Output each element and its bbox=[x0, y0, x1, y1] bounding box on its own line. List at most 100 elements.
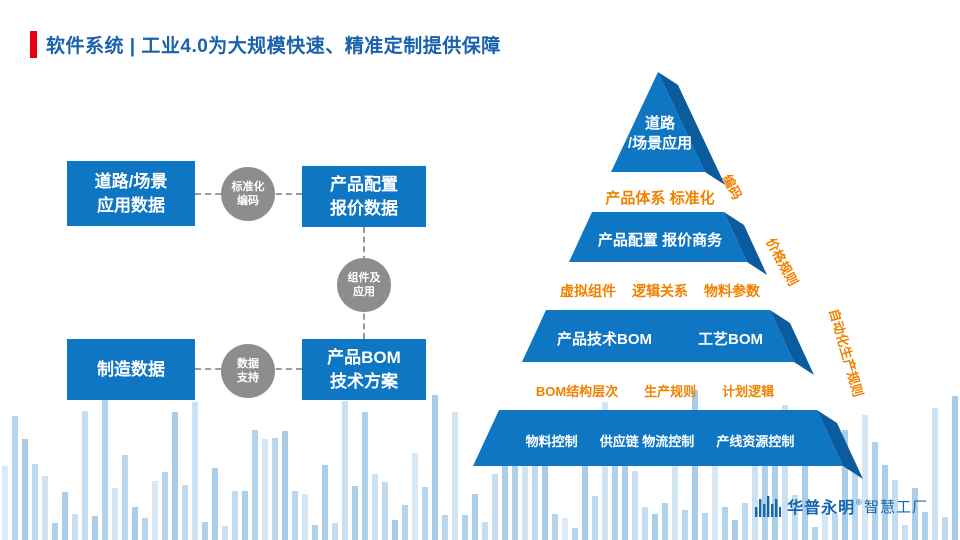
box-label: 道路/场景 应用数据 bbox=[94, 171, 168, 215]
deco-bar bbox=[302, 494, 308, 540]
deco-bar bbox=[152, 481, 158, 540]
deco-bar bbox=[382, 482, 388, 540]
layer-label: 供应链 物流控制 bbox=[599, 434, 695, 449]
deco-bar bbox=[682, 510, 688, 540]
brand-logo-icon bbox=[755, 496, 782, 517]
slide-header: 软件系统 | 工业4.0为大规模快速、精准定制提供保障 bbox=[30, 31, 501, 58]
pyramid-layer3-labels: 产品技术BOM 工艺BOM bbox=[520, 328, 800, 349]
deco-bar bbox=[122, 455, 128, 540]
box-label: 制造数据 bbox=[97, 359, 165, 379]
pyramid-gap2-labels: 虚拟组件 逻辑关系 物料参数 bbox=[510, 281, 810, 301]
deco-bar bbox=[702, 513, 708, 540]
deco-bar bbox=[412, 453, 418, 540]
pyramid-layer1-label: 道路 /场景应用 bbox=[590, 114, 730, 154]
deco-bar bbox=[392, 520, 398, 540]
pyramid-gap1-label: 产品体系 标准化 bbox=[560, 187, 760, 208]
gap-label: 产品体系 标准化 bbox=[605, 190, 715, 207]
connector-node-component-app: 组件及 应用 bbox=[337, 258, 391, 312]
gap-label: 计划逻辑 bbox=[722, 384, 775, 399]
deco-bar bbox=[572, 528, 578, 540]
deco-bar bbox=[2, 466, 8, 540]
pyramid-gap3-labels: BOM结构层次 生产规则 计划逻辑 bbox=[490, 381, 820, 400]
deco-bar bbox=[142, 518, 148, 540]
deco-bar bbox=[362, 412, 368, 540]
deco-bar bbox=[182, 485, 188, 540]
deco-bar bbox=[642, 507, 648, 540]
deco-bar bbox=[82, 411, 88, 540]
deco-bar bbox=[582, 443, 588, 540]
box-manufacturing-data: 制造数据 bbox=[67, 339, 195, 400]
deco-bar bbox=[262, 439, 268, 540]
connector-node-data-support: 数据 支持 bbox=[221, 344, 275, 398]
brand-suffix: 智慧工厂 bbox=[863, 498, 928, 516]
deco-bar bbox=[662, 503, 668, 540]
deco-bar bbox=[552, 514, 558, 540]
deco-bar bbox=[22, 439, 28, 540]
deco-bar bbox=[72, 514, 78, 540]
deco-bar bbox=[92, 516, 98, 540]
deco-bar bbox=[352, 486, 358, 540]
deco-bar bbox=[222, 526, 228, 540]
deco-bar bbox=[622, 436, 628, 540]
deco-bar bbox=[432, 395, 438, 540]
deco-bar bbox=[932, 408, 938, 540]
deco-bar bbox=[292, 491, 298, 540]
box-label: 产品BOM 技术方案 bbox=[327, 347, 401, 391]
title-accent-bar bbox=[30, 31, 37, 58]
deco-bar bbox=[762, 435, 768, 540]
deco-bar bbox=[542, 435, 548, 540]
box-label: 产品配置 报价数据 bbox=[330, 174, 398, 218]
gap-label: 生产规则 bbox=[644, 384, 697, 399]
layer-label: 产线资源控制 bbox=[716, 434, 795, 449]
registered-mark: ® bbox=[856, 497, 862, 507]
layer-label: 道路 /场景应用 bbox=[627, 115, 693, 152]
connector-label: 标准化 编码 bbox=[231, 181, 265, 207]
deco-bar bbox=[512, 438, 518, 540]
deco-bar bbox=[872, 442, 878, 540]
pyramid-layer2-label: 产品配置 报价商务 bbox=[548, 229, 772, 250]
layer-label: 产品配置 报价商务 bbox=[597, 232, 723, 249]
deco-bar bbox=[162, 472, 168, 540]
deco-bar bbox=[112, 488, 118, 540]
deco-bar bbox=[952, 396, 958, 540]
deco-bar bbox=[402, 505, 408, 540]
deco-bar bbox=[32, 464, 38, 540]
deco-bar bbox=[742, 503, 748, 540]
deco-bar bbox=[462, 515, 468, 540]
deco-bar bbox=[902, 525, 908, 540]
deco-bar bbox=[472, 494, 478, 540]
deco-bar bbox=[282, 431, 288, 540]
deco-bar bbox=[12, 416, 18, 540]
deco-bar bbox=[592, 496, 598, 540]
deco-bar bbox=[722, 507, 728, 540]
deco-bar bbox=[862, 415, 868, 540]
layer-label: 工艺BOM bbox=[698, 331, 763, 348]
deco-bar bbox=[312, 525, 318, 540]
deco-bar bbox=[102, 396, 108, 540]
deco-bar bbox=[482, 522, 488, 540]
deco-bar bbox=[502, 463, 508, 540]
brand-logo: 华普永明 ® 智慧工厂 bbox=[755, 494, 928, 518]
pyramid-side-label-auto-production-rules: 自动化生产规则 bbox=[826, 306, 866, 399]
deco-bar bbox=[942, 517, 948, 540]
box-road-scene-data: 道路/场景 应用数据 bbox=[67, 161, 195, 226]
deco-bar bbox=[612, 460, 618, 540]
deco-bar bbox=[372, 474, 378, 540]
deco-bar bbox=[732, 520, 738, 540]
layer-label: 产品技术BOM bbox=[557, 331, 652, 348]
deco-bar bbox=[812, 527, 818, 540]
connector-label: 组件及 应用 bbox=[347, 272, 381, 298]
deco-bar bbox=[242, 491, 248, 540]
deco-bar bbox=[782, 405, 788, 540]
deco-bar bbox=[492, 474, 498, 540]
deco-bar bbox=[192, 402, 198, 540]
deco-bar bbox=[342, 401, 348, 540]
gap-label: BOM结构层次 bbox=[535, 384, 619, 399]
deco-bar bbox=[422, 487, 428, 540]
layer-label: 物料控制 bbox=[525, 434, 578, 449]
deco-bar bbox=[452, 412, 458, 540]
deco-bar bbox=[172, 412, 178, 540]
deco-bar bbox=[532, 466, 538, 540]
deco-bar bbox=[62, 492, 68, 540]
